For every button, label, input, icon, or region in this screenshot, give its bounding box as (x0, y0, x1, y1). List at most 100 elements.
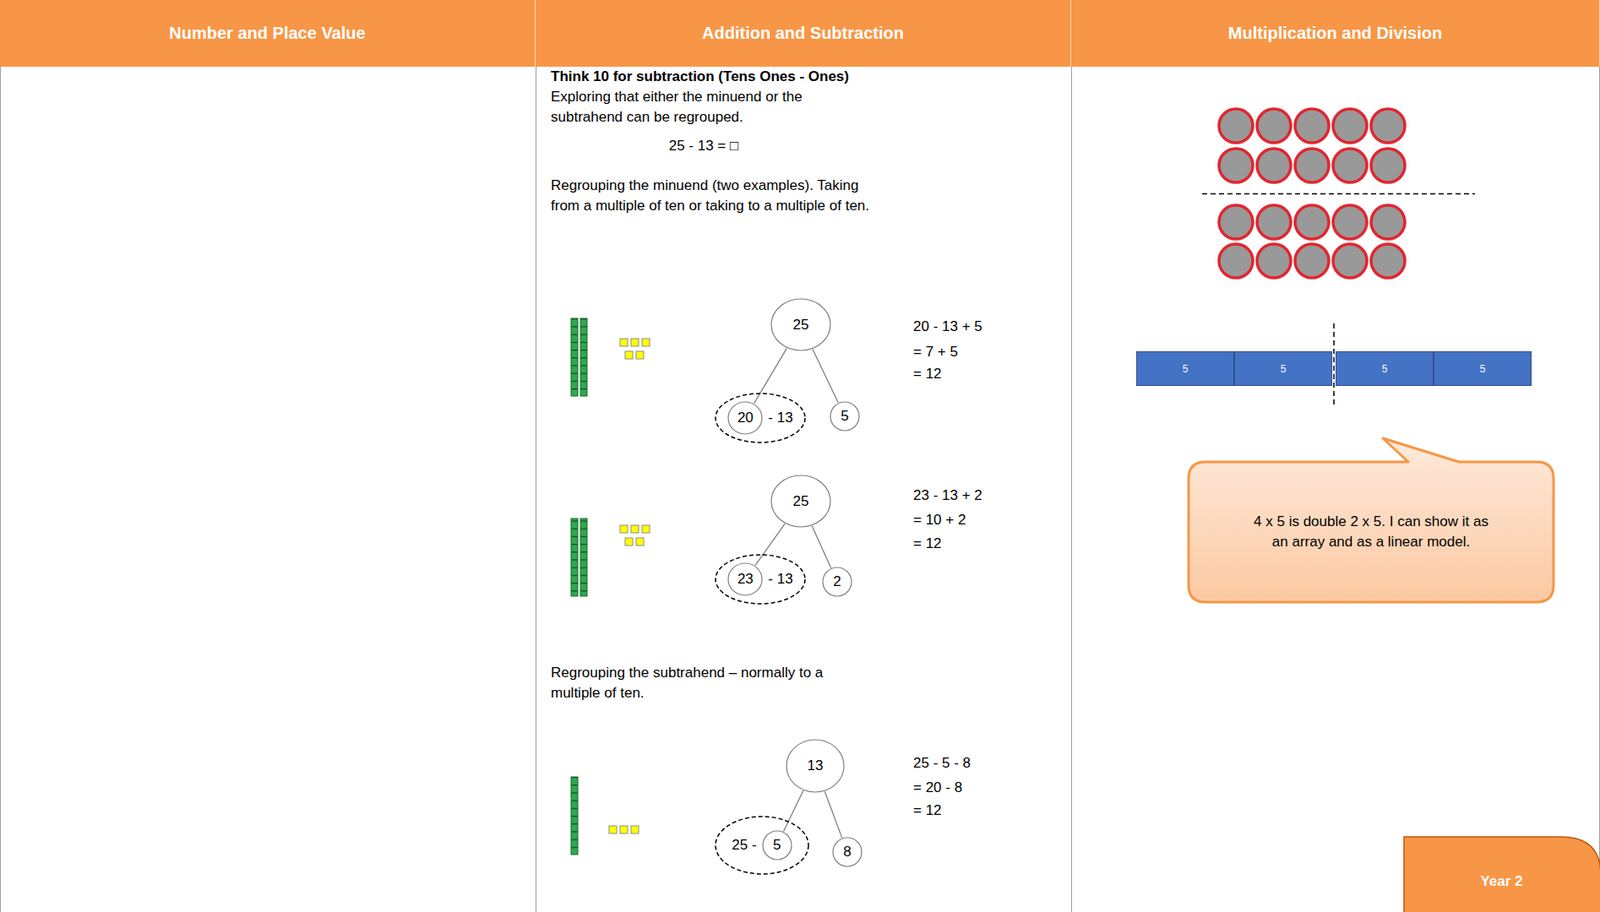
one-cube (642, 525, 650, 534)
circle-outline (832, 838, 862, 867)
callout-text: 4 x 5 is double 2 x 5. I can show it as … (1244, 511, 1498, 553)
ten-rod (571, 777, 578, 855)
expression-text: 25 - (731, 837, 757, 855)
equation-text: 25 - 13 = □ (653, 136, 755, 157)
ten-rod (571, 318, 578, 397)
counter (1257, 205, 1291, 240)
counter (1333, 205, 1367, 240)
counter (1219, 205, 1253, 240)
grid-line (1599, 66, 1600, 912)
tree-branch (812, 349, 839, 403)
one-cube (620, 525, 628, 534)
dashed-outline (715, 393, 806, 443)
one-cube (625, 351, 633, 360)
counter (1371, 148, 1405, 183)
number-circle: 25 (770, 298, 832, 352)
bar-split-line (1333, 323, 1335, 409)
column-heading: Multiplication and Division (1228, 23, 1443, 44)
equation-text: = 12 (913, 364, 1057, 385)
one-cube (631, 525, 639, 534)
equation-text: = 20 - 8 (913, 778, 1057, 799)
tree-branch (783, 790, 803, 833)
table-grid (0, 66, 1600, 912)
number-circle: 13 (785, 739, 845, 794)
expression-text: - 13 (767, 571, 793, 588)
base-ten-blocks (571, 318, 650, 855)
equation-text: 25 - 5 - 8 (913, 753, 1057, 774)
speech-callout-outline (1188, 462, 1554, 603)
tab-outline (1404, 837, 1600, 912)
number-circle: 20 (727, 401, 763, 436)
grid-line (535, 66, 537, 912)
number-text: 25 (793, 493, 810, 511)
number-text: 8 (843, 843, 851, 861)
column-heading: Number and Place Value (168, 23, 365, 44)
counter (1371, 108, 1405, 143)
counter (1333, 148, 1367, 183)
grid-line (0, 66, 1, 912)
counter (1371, 244, 1405, 278)
equation-text: = 7 + 5 (913, 342, 1057, 363)
one-cube (631, 826, 639, 834)
equation-text: = 12 (913, 800, 1057, 822)
grid-line (1071, 66, 1073, 912)
column-heading-cell: Addition and Subtraction (535, 0, 1072, 67)
tree-branch (755, 523, 785, 566)
counter (1219, 108, 1253, 143)
counter (1257, 108, 1291, 143)
circle-outline (786, 740, 844, 793)
counter (1257, 244, 1291, 278)
number-circle: 23 (727, 562, 763, 597)
counter (1257, 148, 1291, 183)
bar-segment: 5 (1136, 351, 1235, 387)
number-text: 25 (793, 316, 810, 334)
one-cube (631, 338, 639, 347)
counter (1333, 108, 1367, 143)
array-split-line (1202, 193, 1475, 196)
number-text: 5 (772, 837, 781, 855)
number-text: 23 (737, 571, 754, 588)
number-circle: 25 (770, 474, 832, 528)
equation-text: 23 - 13 + 2 (913, 485, 1057, 507)
dashed-grouping-ellipse: 23 - 13 (714, 554, 806, 605)
ten-rod (571, 518, 578, 597)
circle-outline (728, 402, 762, 435)
speech-callout: 4 x 5 is double 2 x 5. I can show it as … (1188, 462, 1554, 603)
tab-text: Year 2 (1480, 873, 1523, 891)
one-cube (636, 351, 644, 360)
column-heading-cell: Multiplication and Division (1071, 0, 1600, 67)
segment-value: 5 (1480, 363, 1486, 376)
counter (1371, 205, 1405, 240)
bar-segment: 5 (1234, 351, 1333, 387)
equation-text: 20 - 13 + 5 (913, 316, 1057, 338)
segment-value: 5 (1382, 363, 1388, 376)
segment-value: 5 (1280, 363, 1287, 376)
number-text: 13 (807, 757, 824, 775)
ten-rod (580, 318, 588, 397)
number-circle: 5 (761, 830, 793, 861)
equation-text: = 12 (913, 533, 1057, 555)
number-circle: 2 (821, 566, 853, 598)
column-heading: Addition and Subtraction (702, 23, 904, 44)
counter (1219, 148, 1253, 183)
dashed-grouping-ellipse-outline (714, 816, 810, 876)
tree-branch (754, 348, 788, 403)
number-text: 20 (737, 409, 754, 427)
segment-value: 5 (1182, 363, 1189, 376)
callout-outline (1188, 438, 1554, 603)
circle-outline (771, 475, 831, 528)
bar-segment: 5 (1433, 351, 1532, 387)
number-text: 5 (840, 408, 849, 425)
dashed-outline (715, 816, 809, 875)
one-cube (642, 338, 650, 347)
one-cube (609, 826, 617, 834)
one-cube (620, 338, 628, 347)
circle-outline (771, 299, 831, 351)
body-text: Exploring that either the minuend or the… (550, 87, 839, 128)
one-cube (636, 538, 644, 546)
counter (1295, 205, 1329, 240)
counter (1333, 244, 1367, 278)
counter (1219, 244, 1253, 278)
number-text: 2 (832, 573, 841, 591)
